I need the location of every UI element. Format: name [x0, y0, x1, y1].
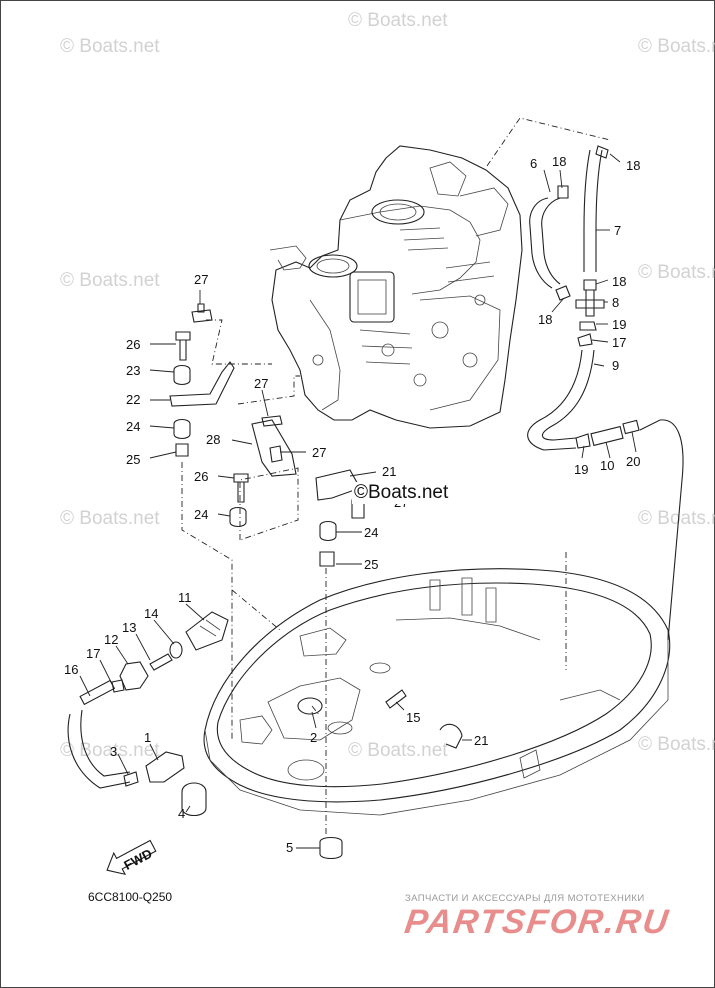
fwd-arrow: [106, 839, 157, 876]
callout-24: 24: [364, 525, 378, 540]
callout-23: 22: [126, 392, 140, 407]
watermark: © Boats.net: [348, 740, 448, 761]
callout-20: 20: [626, 454, 640, 469]
small-parts: [111, 145, 640, 860]
watermark: © Boats.net: [60, 740, 160, 761]
callout-6: 6: [530, 156, 537, 171]
watermark: © Boats.net: [348, 10, 448, 31]
callout-13: 13: [122, 620, 136, 635]
callout-3: 3: [110, 744, 117, 759]
callout-18: 18: [612, 274, 626, 289]
part-code: 6CC8100-Q250: [88, 890, 173, 904]
callout-5: 5: [286, 840, 293, 855]
brand-tagline: ЗАПЧАСТИ И АКСЕССУАРЫ ДЛЯ МОТОТЕХНИКИ: [405, 893, 645, 904]
fwd-label: FWD: [121, 846, 154, 873]
watermark: © Boats.net: [638, 36, 715, 57]
watermark: © Boats.net: [638, 262, 715, 283]
callout-19: 19: [612, 317, 626, 332]
callout-11: 11: [178, 590, 192, 605]
brand-logo: PARTSFOR.RU: [402, 903, 673, 941]
center-lines: [181, 117, 611, 836]
callout-18: 18: [552, 154, 566, 169]
callout-26: 26: [194, 469, 208, 484]
callout-28: 28: [206, 432, 220, 447]
callout-10: 10: [600, 458, 614, 473]
callout-24: 23: [126, 363, 140, 378]
callout-4: 4: [178, 806, 185, 821]
callout-2: 2: [310, 730, 317, 745]
watermark: © Boats.net: [60, 36, 160, 57]
callout-8: 8: [612, 295, 619, 310]
callout-25: 25: [126, 452, 140, 467]
callout-25: 25: [364, 557, 378, 572]
callout-numbers: 18 6 18 7 18 8 18 19 17 9 19 10 20 27 26…: [64, 154, 640, 855]
watermark: © Boats.net: [60, 508, 160, 529]
center-watermark: ©Boats.net: [352, 482, 451, 504]
brand-watermark: ЗАПЧАСТИ И АКСЕССУАРЫ ДЛЯ МОТОТЕХНИКИ PA…: [402, 893, 697, 941]
callout-21: 21: [474, 733, 488, 748]
watermark: © Boats.net: [638, 734, 715, 755]
watermark: © Boats.net: [638, 508, 715, 529]
callout-24: 24: [126, 419, 140, 434]
callout-24: 24: [194, 507, 208, 522]
callout-18: 18: [538, 312, 552, 327]
callout-18: 18: [626, 158, 640, 173]
callout-16: 16: [64, 662, 78, 677]
callout-12: 12: [104, 632, 118, 647]
watermark: © Boats.net: [60, 270, 160, 291]
callout-7: 7: [614, 223, 621, 238]
callout-22: 21: [382, 464, 396, 479]
engine-block-outline: [269, 145, 523, 429]
callout-1: 1: [144, 730, 151, 745]
callout-14: 14: [144, 606, 158, 621]
callout-17: 17: [86, 646, 100, 661]
callout-26: 26: [126, 337, 140, 352]
callout-15: 15: [406, 710, 420, 725]
callout-19: 19: [574, 462, 588, 477]
leader-lines: [79, 153, 637, 849]
callout-17: 17: [612, 335, 626, 350]
bottom-cowling-outline: [203, 568, 671, 816]
callout-27: 27: [254, 376, 268, 391]
callout-27: 27: [312, 445, 326, 460]
callout-27: 27: [194, 272, 208, 287]
callout-9: 9: [612, 358, 619, 373]
